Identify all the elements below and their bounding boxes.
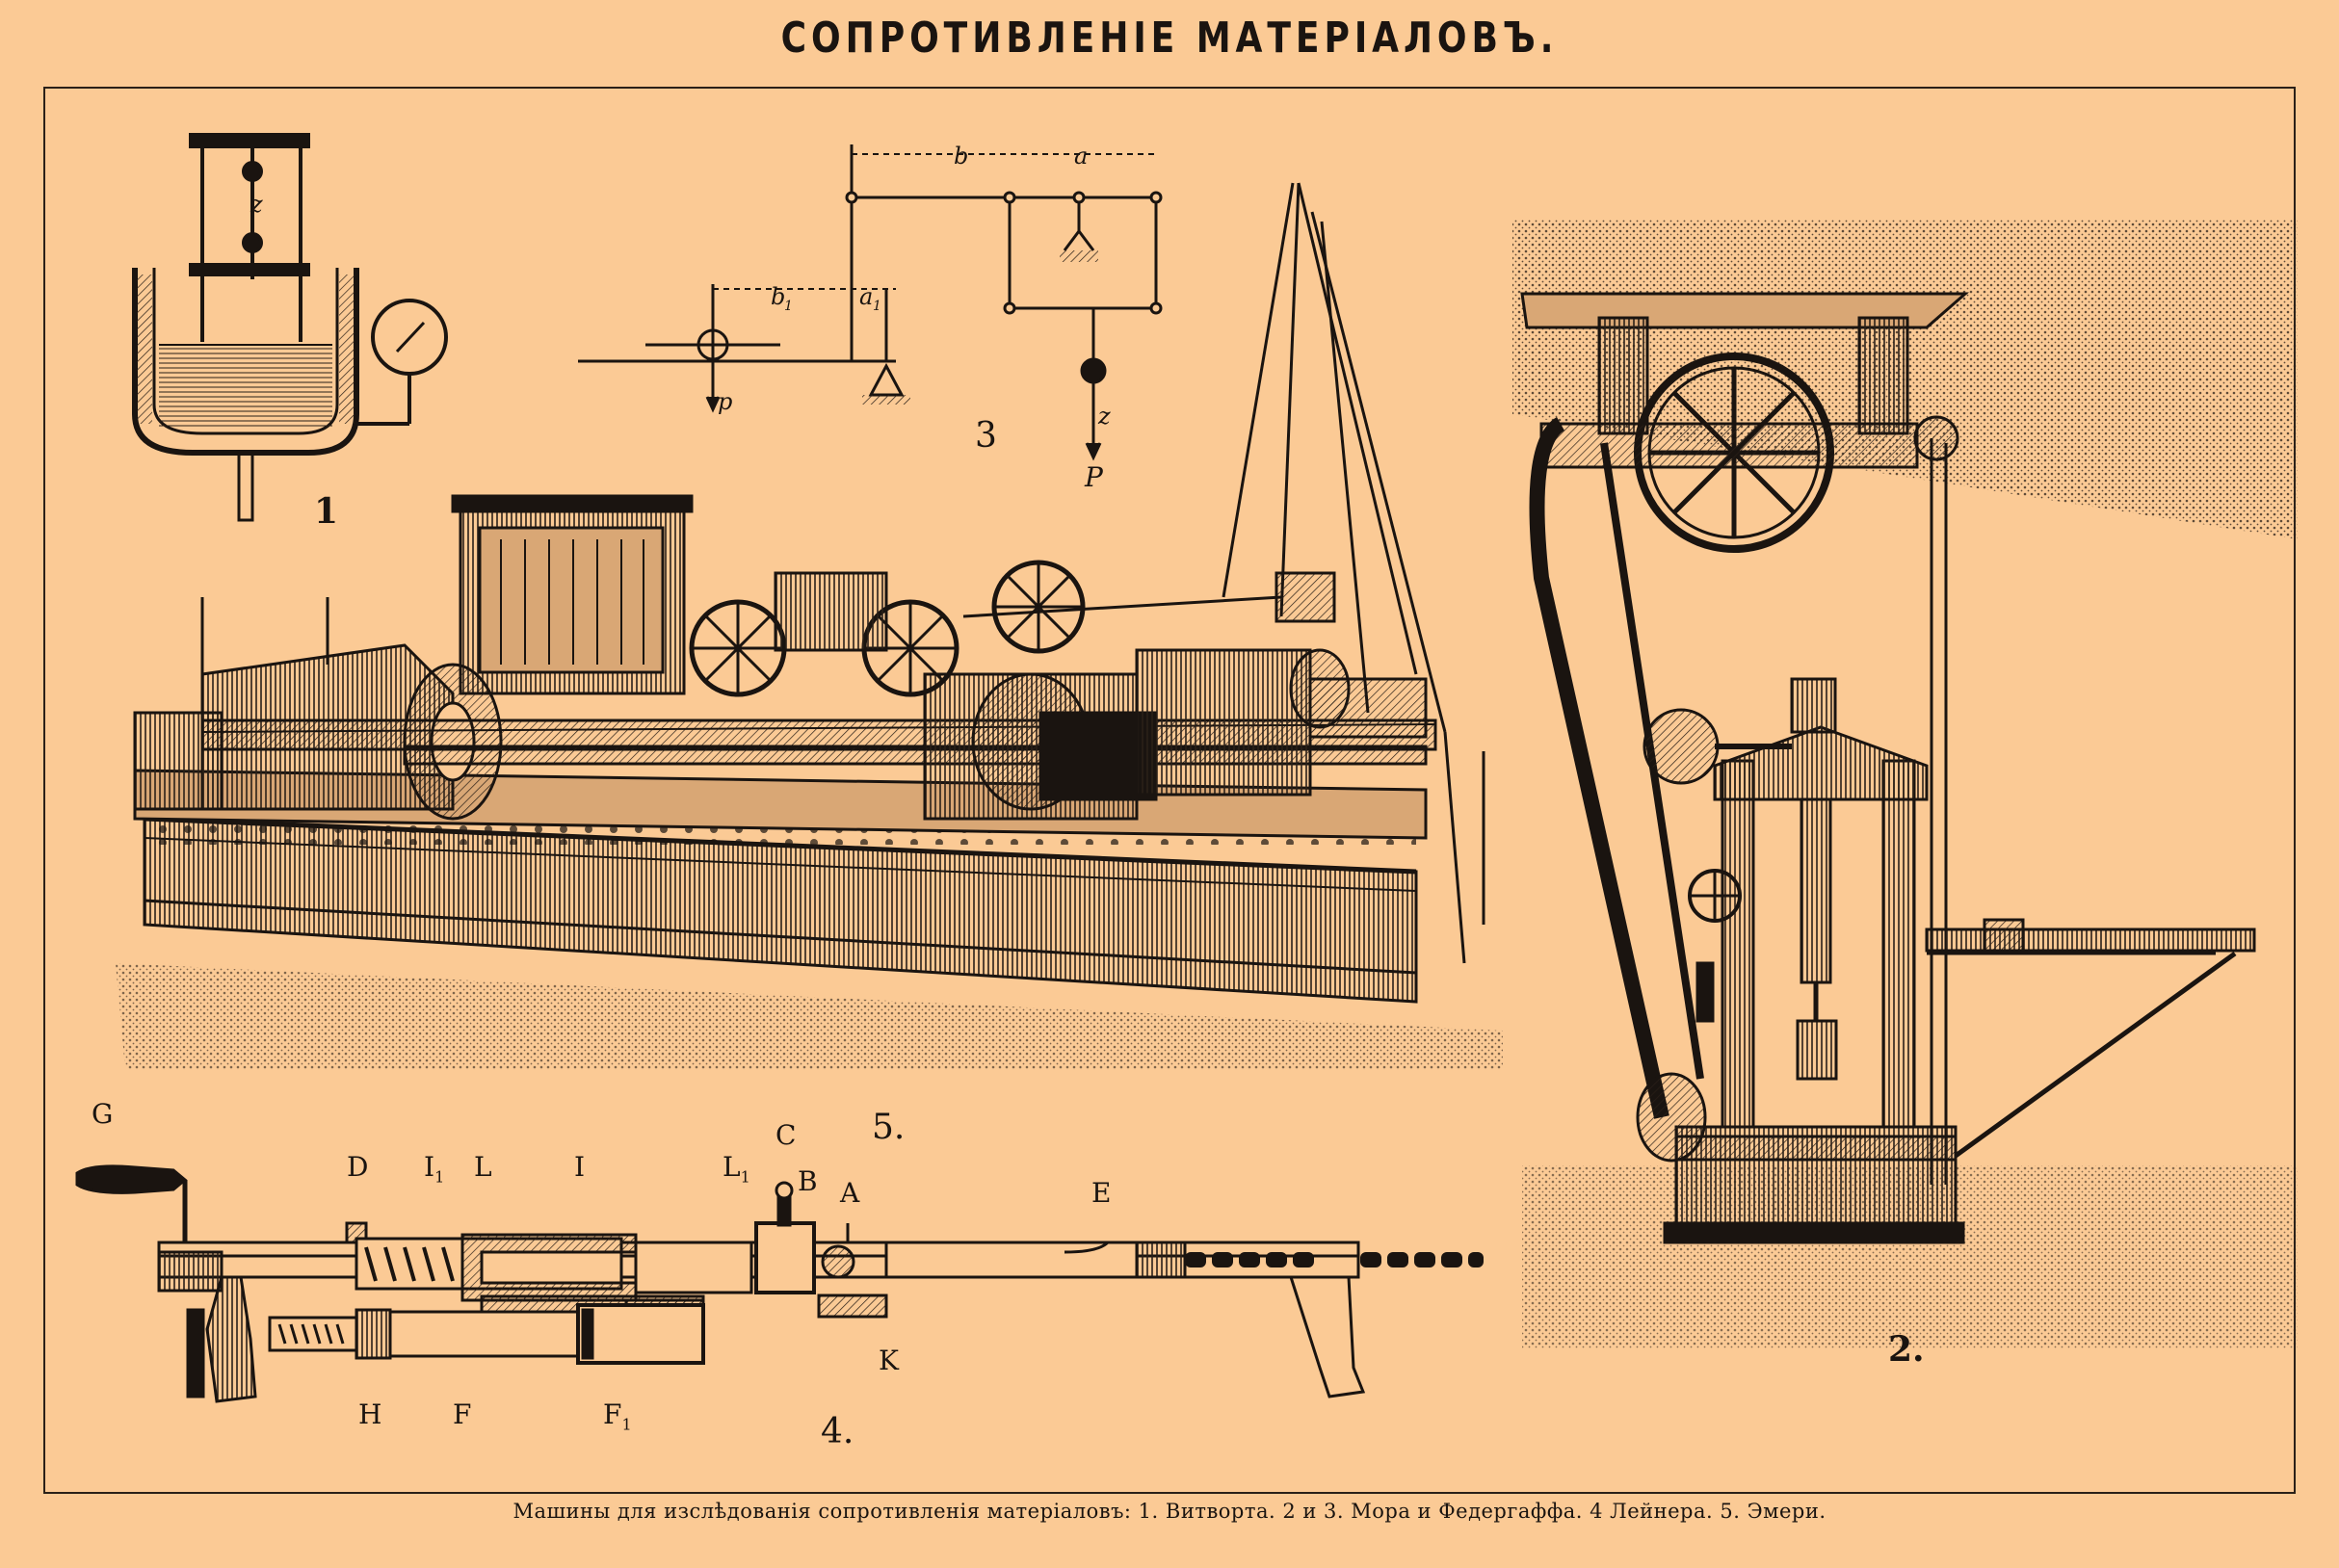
fig4-label-F: F: [453, 1398, 472, 1430]
fig4-label-C: C: [775, 1119, 797, 1151]
figure-number-4: 4.: [821, 1412, 854, 1451]
fig3-b-label: b: [954, 143, 968, 170]
figure-number-5: 5.: [872, 1108, 906, 1147]
fig4-label-F1: F1: [603, 1398, 632, 1434]
figure-number-2: 2.: [1888, 1329, 1925, 1370]
fig4-label-I: I: [574, 1151, 586, 1183]
fig3-p-label: p: [718, 388, 732, 415]
fig4-label-A: A: [840, 1177, 860, 1209]
fig4-label-L1: L1: [723, 1151, 750, 1187]
fig4-label-H: H: [358, 1398, 382, 1430]
fig4-label-I1: I1: [424, 1151, 445, 1187]
fig4-label-L: L: [474, 1151, 492, 1183]
plate-caption: Машины для изслѣдованія сопротивленія ма…: [512, 1500, 1827, 1523]
fig3-b1-label: b: [771, 283, 785, 310]
figure-number-1: 1: [314, 491, 339, 532]
fig3-b1-sub: 1: [784, 299, 793, 314]
figure-2-machine: [1512, 220, 2298, 1348]
fig3-P-label: P: [1084, 461, 1104, 493]
fig1-z-label: z: [250, 191, 263, 218]
figure-3-diagram: [578, 144, 1163, 461]
fig4-label-E: E: [1091, 1177, 1112, 1209]
fig4-label-B: B: [798, 1165, 818, 1197]
fig3-a1-sub: 1: [873, 299, 881, 314]
fig4-label-D: D: [347, 1151, 369, 1183]
plate-frame: [43, 87, 2296, 1494]
fig3-a1-label: a: [859, 283, 873, 310]
figure-4-diagram: [75, 1164, 1484, 1403]
fig4-label-K: K: [879, 1345, 899, 1376]
figure-number-3: 3: [975, 416, 997, 456]
figure-1-diagram: [132, 133, 448, 522]
fig3-z-label: z: [1097, 403, 1111, 430]
figure-5-machine: [116, 182, 1503, 1069]
fig4-label-G: G: [92, 1098, 114, 1130]
plate-title: СОПРОТИВЛЕНІЕ МАТЕРІАЛОВЪ.: [780, 13, 1559, 63]
fig3-a-label: a: [1074, 143, 1088, 170]
